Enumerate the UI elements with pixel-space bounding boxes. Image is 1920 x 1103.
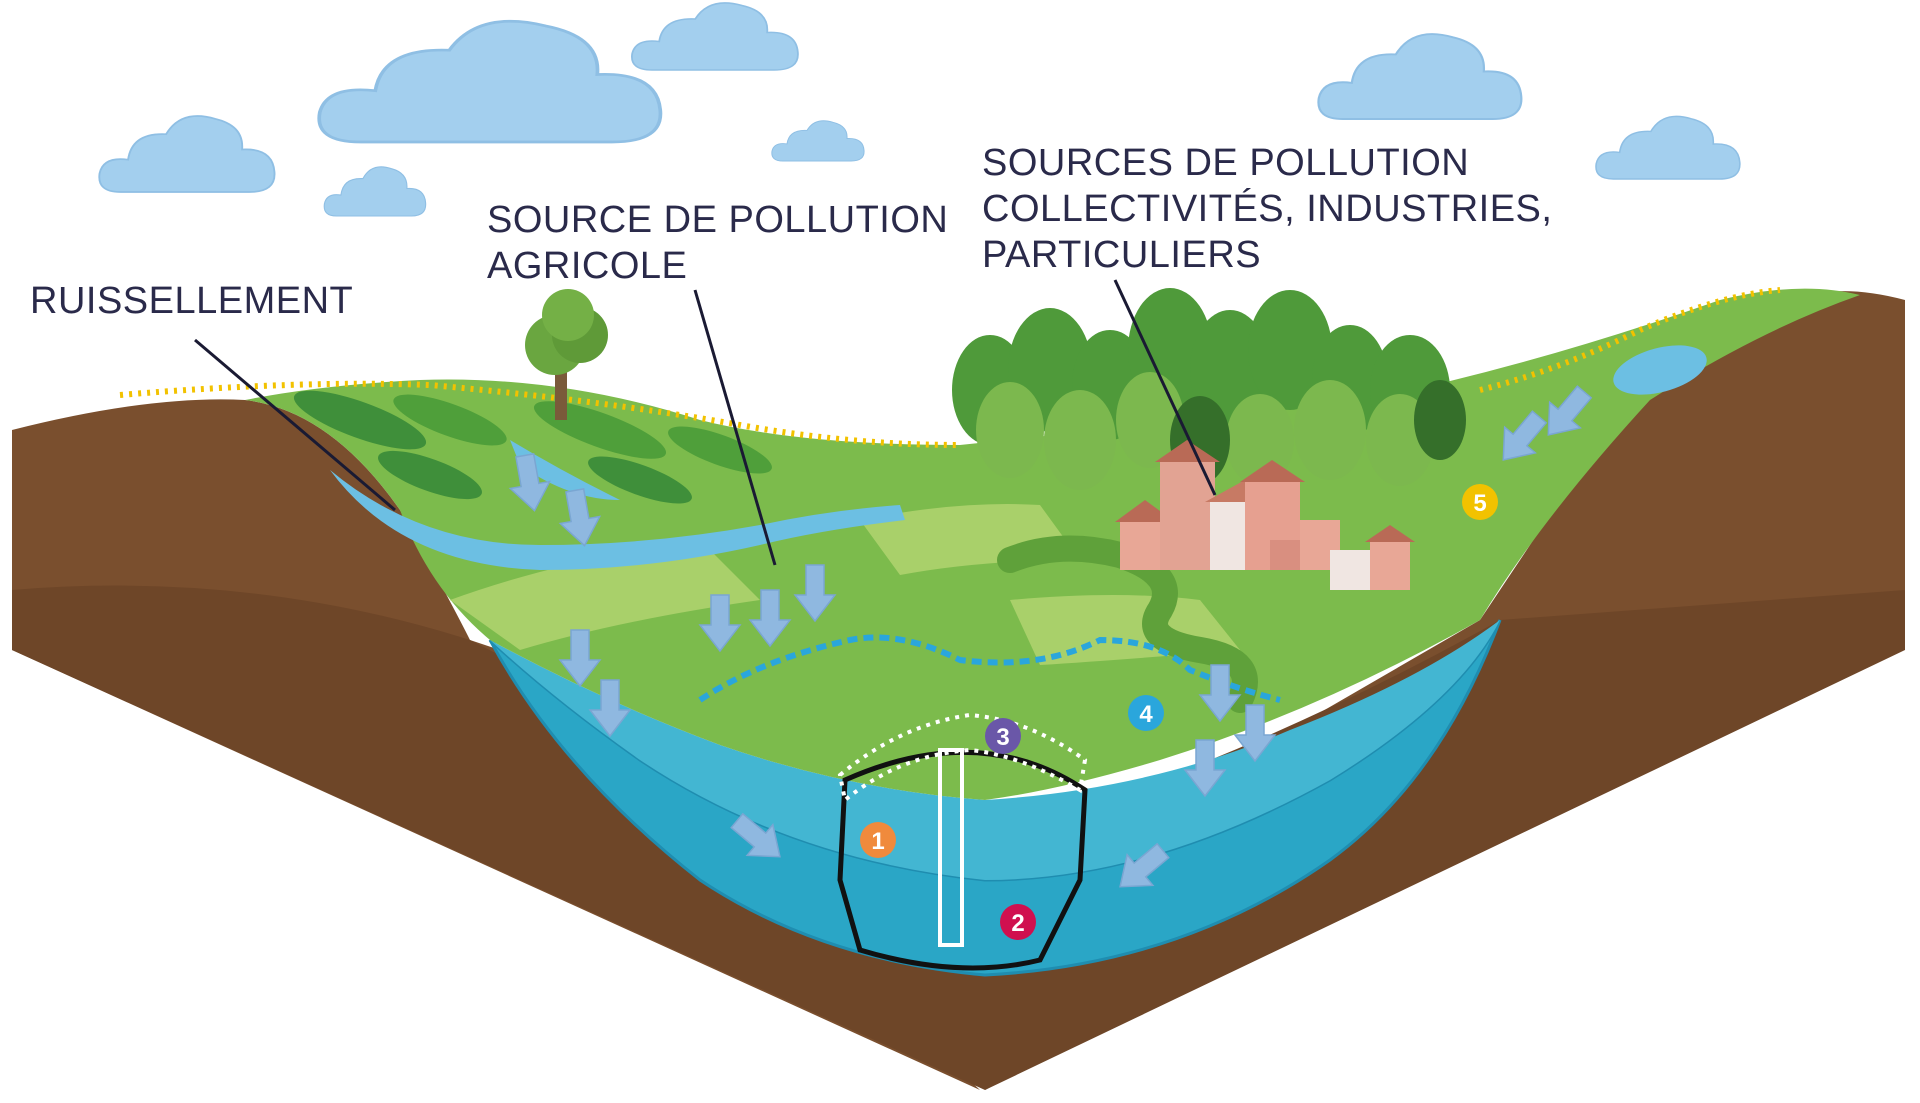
marker-3: 3 xyxy=(985,718,1021,754)
cloud-icon xyxy=(772,121,864,161)
label-runoff-text: RUISSELLEMENT xyxy=(30,278,353,324)
cloud-icon xyxy=(99,116,274,192)
cloud-icon xyxy=(324,167,425,216)
cloud-icon xyxy=(632,3,798,70)
cloud-icon xyxy=(319,21,660,142)
label-agricultural-pollution: SOURCE DE POLLUTION AGRICOLE xyxy=(487,197,948,289)
marker-1-number: 1 xyxy=(871,828,884,855)
label-urban-line-3: PARTICULIERS xyxy=(982,232,1552,278)
label-urban-line-2: COLLECTIVITÉS, INDUSTRIES, xyxy=(982,186,1552,232)
marker-2: 2 xyxy=(1000,904,1036,940)
cloud-icon xyxy=(1596,116,1740,179)
label-urban-pollution: SOURCES DE POLLUTION COLLECTIVITÉS, INDU… xyxy=(982,140,1552,278)
marker-5: 5 xyxy=(1462,484,1498,520)
marker-5-number: 5 xyxy=(1473,490,1486,517)
label-agri-line-1: SOURCE DE POLLUTION xyxy=(487,197,948,243)
label-urban-line-1: SOURCES DE POLLUTION xyxy=(982,140,1552,186)
marker-1: 1 xyxy=(860,822,896,858)
label-runoff: RUISSELLEMENT xyxy=(30,278,353,324)
marker-3-number: 3 xyxy=(996,724,1009,751)
marker-4: 4 xyxy=(1128,695,1164,731)
marker-4-number: 4 xyxy=(1139,701,1153,728)
cloud-icon xyxy=(1318,34,1521,119)
label-agri-line-2: AGRICOLE xyxy=(487,243,948,289)
marker-2-number: 2 xyxy=(1011,910,1024,937)
